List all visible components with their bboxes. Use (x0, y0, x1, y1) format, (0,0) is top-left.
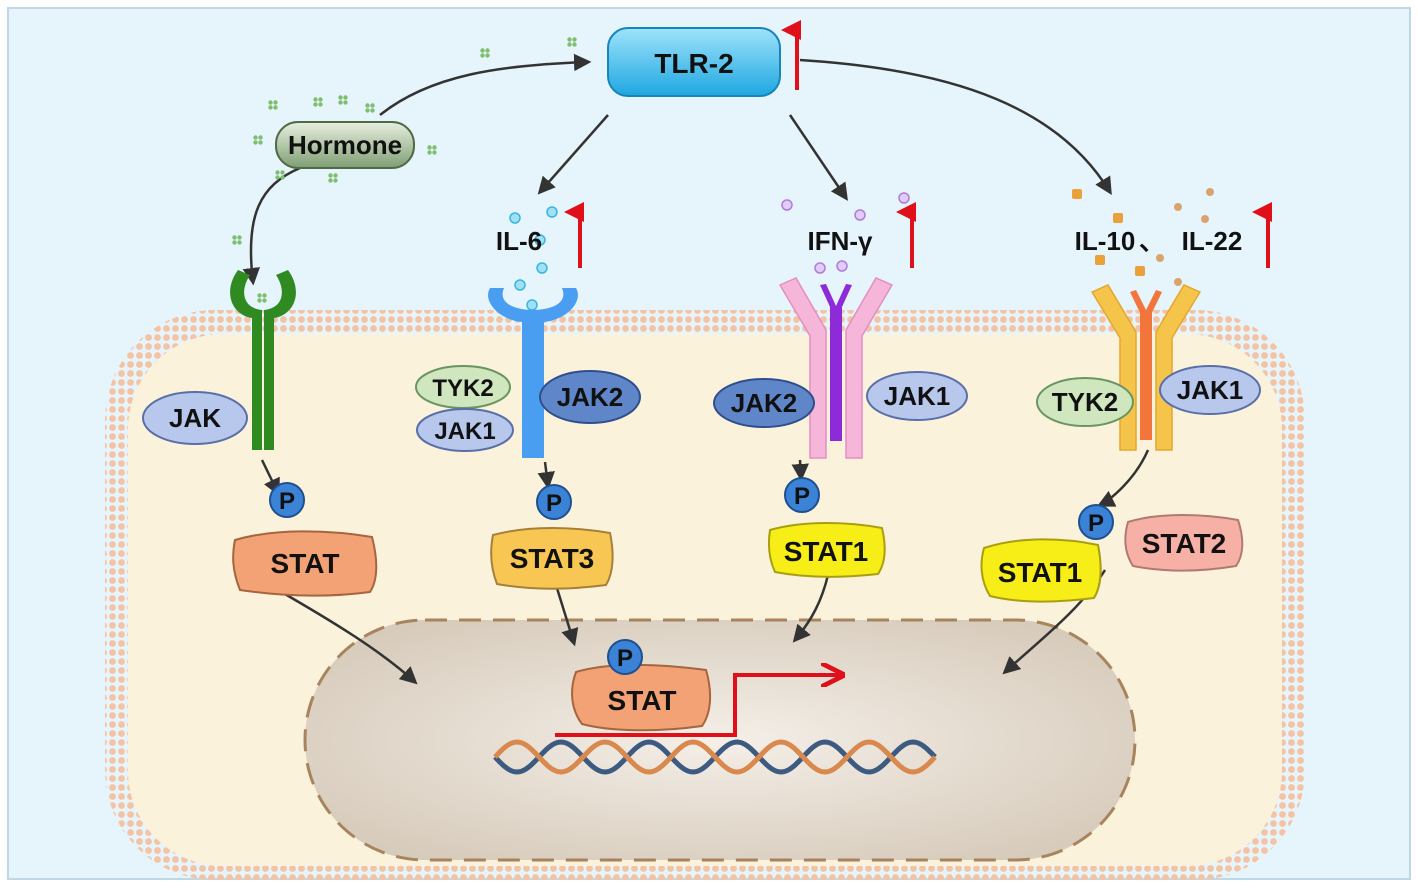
stat2-shape (1124, 514, 1244, 572)
arrow-stat1-to-nucleus (792, 574, 830, 643)
jak2-ellipse-2 (713, 378, 815, 428)
il6-particles (509, 206, 558, 311)
phosphate-circle-4 (1078, 504, 1114, 540)
stat3-shape (490, 527, 614, 590)
ligand-separator: 、 (1139, 226, 1165, 256)
tyk2-ellipse-2 (1036, 377, 1134, 427)
arrow-tlr2-to-il10 (799, 58, 1112, 195)
arrow-tlr2-to-il6 (537, 114, 609, 195)
jak1-ellipse-1 (416, 408, 514, 452)
phosphate-circle-3 (784, 477, 820, 513)
stat1-shape-b (980, 538, 1102, 603)
tyk2-label-2: TYK2 (1052, 387, 1118, 417)
jak1-label-3: JAK1 (1177, 375, 1243, 405)
phosphate-label-3: P (794, 483, 810, 510)
il6-receptor (488, 288, 578, 458)
il10-particles (1072, 188, 1214, 286)
il6-label: IL-6 (496, 226, 542, 256)
phosphate-label-2: P (546, 490, 562, 517)
upregulation-arrows (564, 20, 1272, 268)
arrow-stat-to-nucleus (277, 588, 418, 685)
tlr2-label: TLR-2 (654, 48, 733, 79)
hormone-label: Hormone (288, 130, 402, 160)
tlr2-box (607, 27, 781, 97)
hormone-receptor (230, 270, 296, 450)
stat1-shape (767, 522, 886, 578)
nuclear-stat-shape (571, 664, 712, 732)
stat1-label: STAT1 (784, 536, 869, 567)
stat3-label: STAT3 (510, 543, 595, 574)
phosphate-label-nucleus: P (617, 645, 633, 672)
phosphate-label-1: P (279, 488, 295, 515)
arrow-receptor4-to-p (1096, 449, 1150, 507)
hormone-particles (232, 37, 577, 323)
arrow-stat3-to-nucleus (554, 584, 579, 647)
jak1-ellipse-3 (1159, 365, 1261, 415)
ifn-receptor (778, 277, 894, 459)
arrow-tlr2-to-ifn (788, 114, 848, 201)
jak-label: JAK (169, 403, 221, 433)
jak2-label-2: JAK2 (731, 388, 797, 418)
arrow-receptor3-to-p (791, 459, 809, 482)
jak2-ellipse-1 (539, 370, 641, 424)
il10-label: IL-10 (1075, 226, 1136, 256)
nuclear-stat-label: STAT (608, 685, 677, 716)
stat-shape (232, 530, 378, 597)
jak1-label-1: JAK1 (434, 418, 495, 445)
phosphate-circle-nucleus (607, 639, 643, 675)
stat-label: STAT (271, 548, 340, 579)
stat2-label: STAT2 (1142, 528, 1227, 559)
tyk2-label-1: TYK2 (432, 375, 493, 402)
tyk2-ellipse-1 (415, 365, 511, 409)
jak2-label-1: JAK2 (557, 382, 623, 412)
hormone-box (275, 121, 415, 169)
phosphate-label-4: P (1088, 510, 1104, 537)
phosphate-circle-1 (269, 482, 305, 518)
arrow-receptor2-to-p (537, 461, 555, 490)
il22-label: IL-22 (1182, 226, 1243, 256)
phosphate-circle-2 (536, 484, 572, 520)
transcription-arrow (555, 675, 840, 737)
arrow-hormone-to-tlr2 (379, 53, 592, 116)
stat1-label-b: STAT1 (998, 557, 1083, 588)
ifn-particles (781, 192, 910, 274)
jak1-label-2: JAK1 (884, 381, 950, 411)
jak-ellipse (142, 391, 248, 445)
arrow-hormone-to-receptor (242, 166, 301, 286)
ifn-label: IFN-γ (808, 226, 874, 256)
dna-helix (493, 739, 937, 775)
nucleus (303, 618, 1137, 862)
jak1-ellipse-2 (866, 371, 968, 421)
